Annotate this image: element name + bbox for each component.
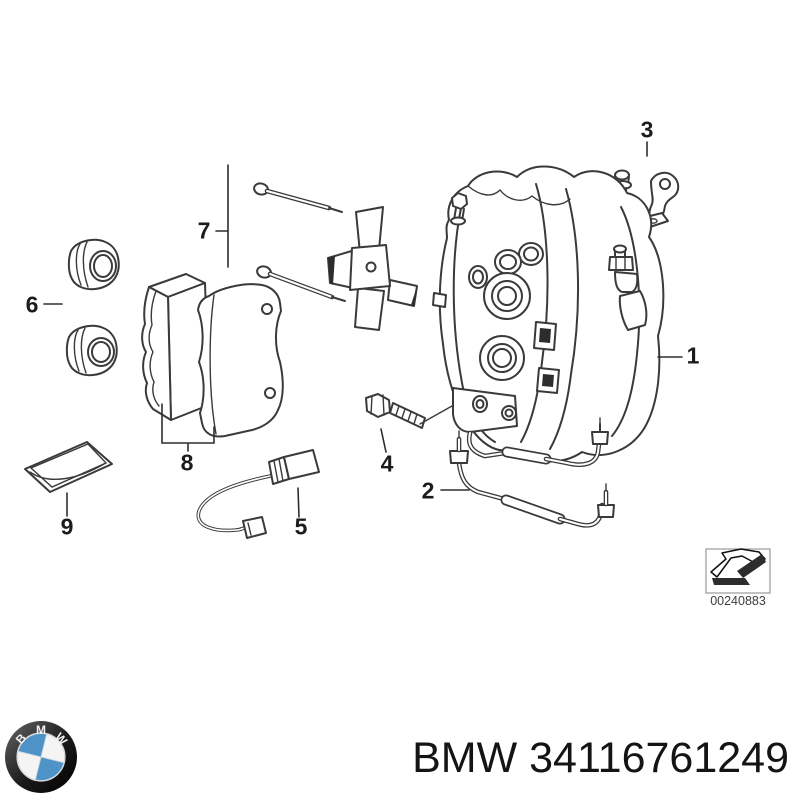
part-5-wear-sensor — [196, 449, 320, 539]
callout-9-grease-packet: 9 — [60, 513, 74, 540]
callout-leader-lines — [43, 141, 683, 518]
callout-5-wear-sensor: 5 — [294, 513, 308, 540]
part-4-mounting-bolt — [365, 393, 453, 429]
callout-1-caliper: 1 — [686, 342, 700, 369]
callout-7-pins-spring: 7 — [197, 217, 211, 244]
drawing-number-box — [705, 548, 771, 594]
logo-letter-m: M — [36, 723, 46, 737]
part-1-brake-caliper — [432, 165, 665, 467]
callout-4-bolt: 4 — [380, 450, 394, 477]
part-9-grease-packet — [24, 441, 113, 493]
callout-6-bushings: 6 — [25, 291, 39, 318]
callout-8-brake-pads: 8 — [180, 449, 194, 476]
drawing-number: 00240883 — [710, 594, 766, 608]
part-7-pins-and-spring — [253, 182, 418, 331]
part-title: BMW 34116761249 — [412, 734, 789, 782]
bmw-logo: B M W — [5, 721, 77, 793]
callout-2-brake-pipe: 2 — [421, 477, 435, 504]
part-6-guide-bushings — [65, 238, 120, 377]
callout-3-bleeder: 3 — [640, 116, 654, 143]
part-2-brake-pipe — [449, 430, 615, 528]
part-8-brake-pads — [141, 273, 284, 438]
page-turn-arrow-icon — [710, 548, 766, 585]
